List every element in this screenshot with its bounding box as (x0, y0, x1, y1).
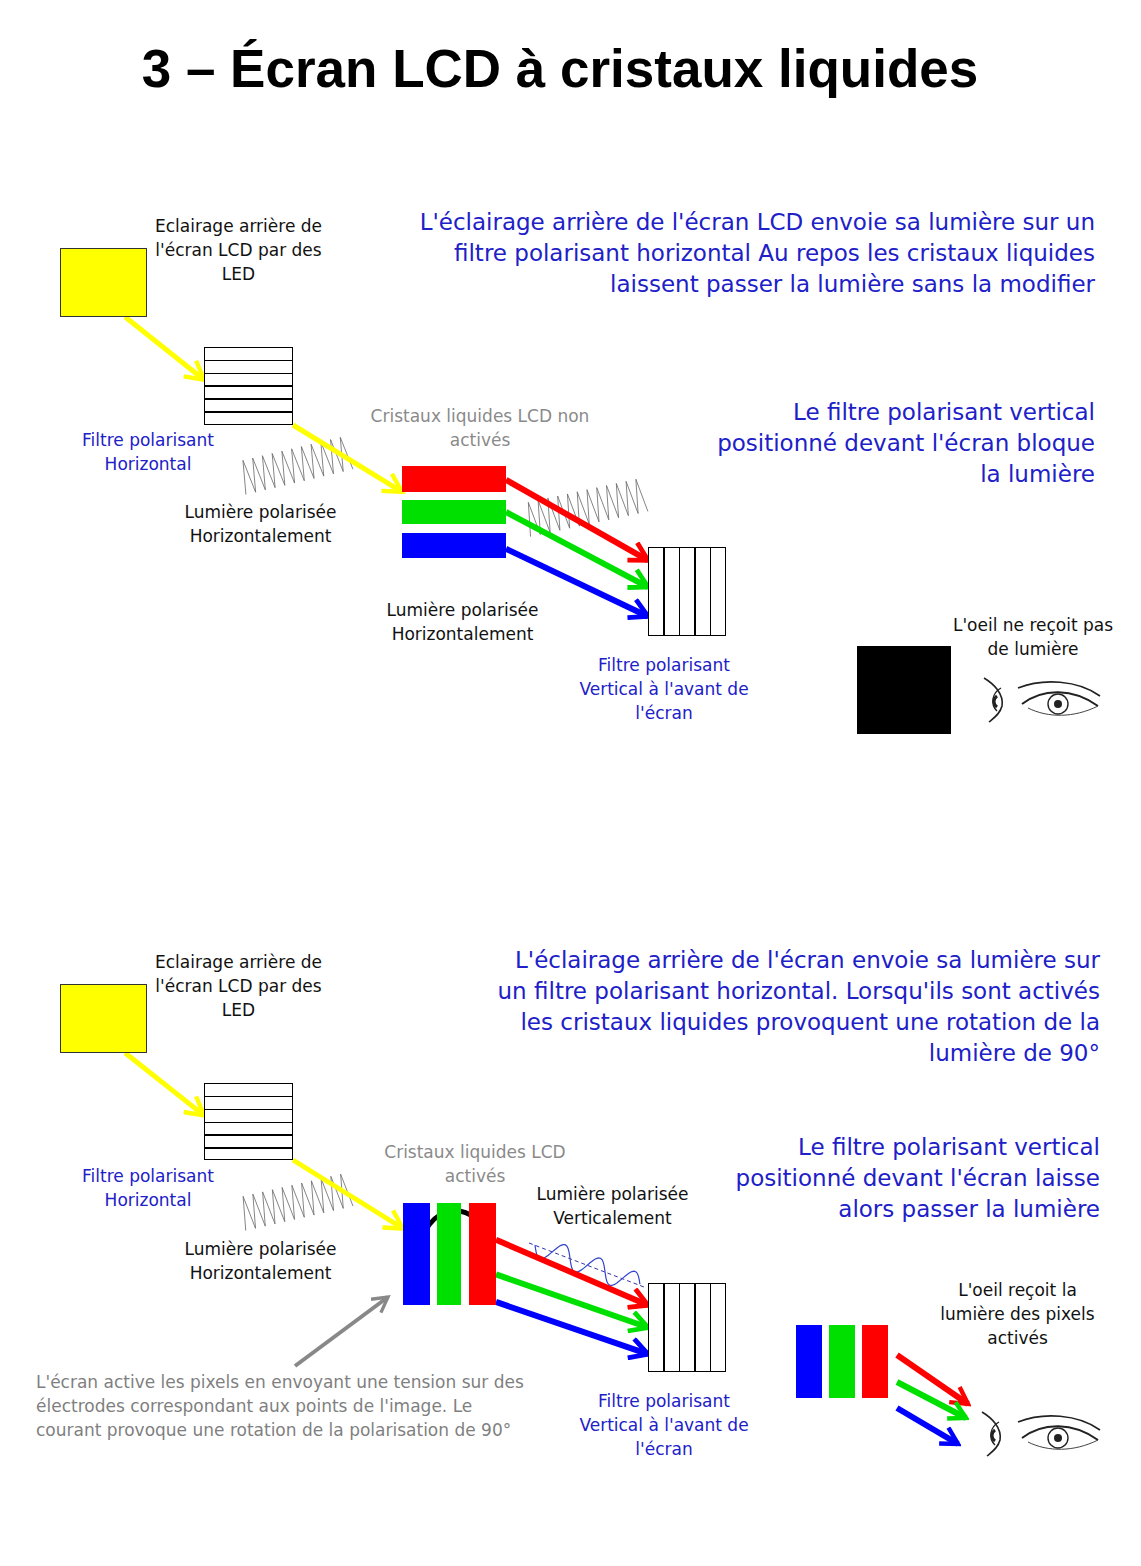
light-arrow (125, 1053, 204, 1115)
eye-profile (984, 678, 1002, 722)
node-label: Cristaux liquides LCD non activés (365, 404, 595, 452)
explanation-text: Le filtre polarisant vertical positionné… (705, 397, 1095, 490)
horizontal-polarizer: Filtre polarisant Horizontal (204, 347, 293, 425)
light-arrow (496, 1302, 648, 1354)
light-arrow (496, 1240, 648, 1306)
node-label: Cristaux liquides LCD activés (360, 1140, 590, 1188)
light-arrow (496, 1274, 648, 1327)
eye-front (1018, 1416, 1100, 1449)
color-subpixel (437, 1203, 461, 1305)
node-label: Eclairage arrière de l'écran LCD par des… (151, 214, 326, 286)
light-arrow (293, 425, 402, 492)
annotation: L'oeil ne reçoit pas de lumière (952, 613, 1114, 661)
node-label: Filtre polarisant Horizontal (63, 428, 233, 476)
annotation: L'écran active les pixels en envoyant un… (36, 1370, 531, 1442)
led-backlight: Eclairage arrière de l'écran LCD par des… (60, 248, 147, 317)
color-subpixel (403, 1203, 430, 1305)
eye-profile (982, 1412, 1000, 1456)
led-backlight: Eclairage arrière de l'écran LCD par des… (60, 984, 147, 1053)
pixel-red (862, 1325, 888, 1398)
explanation-text: L'éclairage arrière de l'écran LCD envoi… (415, 207, 1095, 300)
dark-screen (857, 646, 951, 734)
color-subpixel (402, 533, 506, 558)
light-ray (897, 1355, 968, 1404)
annotation: Lumière polarisée Verticalement (515, 1182, 710, 1230)
annotation: Lumière polarisée Horizontalement (168, 500, 353, 548)
explanation-text: Le filtre polarisant vertical positionné… (710, 1132, 1100, 1225)
eye-front (1018, 682, 1100, 715)
pixel-blue (796, 1325, 822, 1398)
color-subpixel (402, 500, 506, 524)
polarized-wave (243, 1174, 353, 1230)
light-arrow (125, 317, 204, 380)
pixel-green (829, 1325, 855, 1398)
liquid-crystal-cell: Cristaux liquides LCD non activés (402, 466, 506, 558)
color-subpixel (402, 466, 506, 492)
vertical-polarizer: Filtre polarisant Vertical à l'avant de … (648, 547, 726, 636)
light-arrow (506, 512, 648, 587)
node-label: Eclairage arrière de l'écran LCD par des… (151, 950, 326, 1022)
horizontal-polarizer: Filtre polarisant Horizontal (204, 1083, 293, 1160)
annotation: L'oeil reçoit la lumière des pixels acti… (925, 1278, 1110, 1350)
node-label: Filtre polarisant Vertical à l'avant de … (564, 1389, 764, 1461)
leader-arrow (295, 1297, 388, 1366)
title: 3 – Écran LCD à cristaux liquides (0, 38, 1120, 99)
vertical-polarizer: Filtre polarisant Vertical à l'avant de … (648, 1283, 726, 1372)
liquid-crystal-cell: Cristaux liquides LCD activés (403, 1203, 496, 1305)
explanation-text: L'éclairage arrière de l'écran envoie sa… (480, 945, 1100, 1069)
annotation: Lumière polarisée Horizontalement (168, 1237, 353, 1285)
polarized-wave (243, 437, 353, 494)
color-subpixel (469, 1203, 496, 1305)
polarized-waves (243, 437, 648, 1287)
annotation: Lumière polarisée Horizontalement (370, 598, 555, 646)
light-arrow (293, 1160, 403, 1229)
node-label: Filtre polarisant Vertical à l'avant de … (564, 653, 764, 725)
light-ray (897, 1408, 958, 1444)
node-label: Filtre polarisant Horizontal (63, 1164, 233, 1212)
